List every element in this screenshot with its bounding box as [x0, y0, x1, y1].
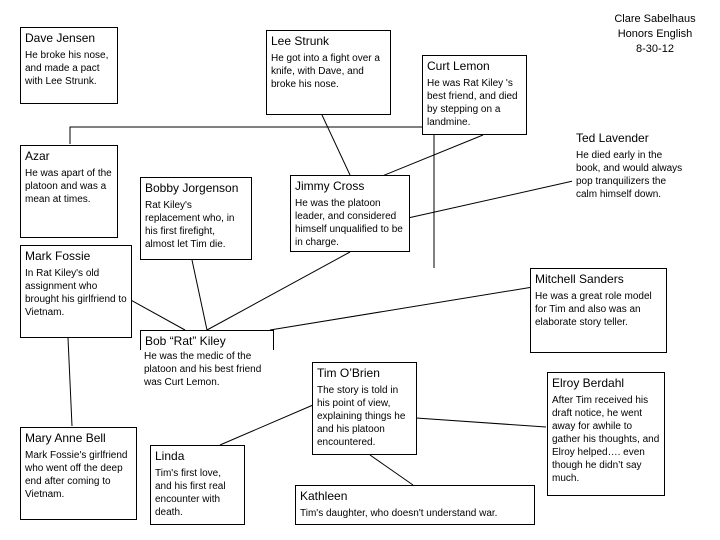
node-name: Tim O’Brien [317, 366, 380, 380]
node-dave-jensen: Dave Jensen He broke his nose, and made … [20, 27, 118, 104]
author-name: Clare Sabelhaus [614, 13, 696, 25]
node-name: Bobby Jorgenson [145, 181, 239, 195]
node-name: Lee Strunk [271, 34, 330, 48]
node-rat-kiley-desc: He was the medic of the platoon and his … [140, 350, 274, 398]
author-header: Clare Sabelhaus Honors English 8-30-12 [600, 12, 710, 57]
node-desc: He was Rat Kiley 's best friend, and die… [427, 78, 518, 128]
node-kathleen: Kathleen Tim's daughter, who doesn't und… [295, 485, 535, 525]
node-bobby-jorgenson: Bobby Jorgenson Rat Kiley's replacement … [140, 177, 252, 260]
node-rat-kiley: Bob “Rat” Kiley [140, 330, 274, 352]
node-name: Mitchell Sanders [535, 272, 624, 286]
node-desc: He was the platoon leader, and considere… [295, 198, 403, 248]
node-name: Linda [155, 449, 185, 463]
node-desc: Rat Kiley's replacement who, in his firs… [145, 200, 235, 250]
link-lee-strunk-jimmy-cross [321, 114, 351, 176]
link-ted-lavender-jimmy-cross [407, 180, 574, 219]
node-elroy-berdahl: Elroy Berdahl After Tim received his dra… [547, 372, 665, 496]
node-name: Ted Lavender [576, 131, 649, 145]
node-desc: He broke his nose, and made a pact with … [25, 50, 109, 87]
link-jimmy-cross-rat-kiley [206, 251, 351, 331]
node-name: Jimmy Cross [295, 179, 365, 193]
node-desc: After Tim received his draft notice, he … [552, 395, 660, 484]
node-desc: He died early in the book, and would alw… [576, 150, 683, 200]
node-ted-lavender: Ted Lavender He died early in the book, … [572, 128, 690, 238]
node-curt-lemon: Curt Lemon He was Rat Kiley 's best frie… [422, 55, 527, 135]
link-tim-obrien-linda [219, 404, 314, 446]
node-linda: Linda Tim's first love, and his first re… [150, 445, 245, 525]
node-desc: In Rat Kiley's old assignment who brough… [25, 268, 127, 318]
node-name: Dave Jensen [25, 31, 96, 45]
node-lee-strunk: Lee Strunk He got into a fight over a kn… [266, 30, 391, 115]
node-mark-fossie: Mark Fossie In Rat Kiley's old assignmen… [20, 245, 132, 338]
link-tim-obrien-elroy-berdahl [415, 417, 547, 428]
node-desc: He was apart of the platoon and was a me… [25, 168, 112, 205]
node-desc: He was the medic of the platoon and his … [144, 351, 262, 388]
node-name: Kathleen [300, 489, 348, 503]
course-name: Honors English [617, 28, 693, 40]
node-name: Mark Fossie [25, 249, 91, 263]
node-desc: He was a great role model for Tim and al… [535, 291, 652, 328]
node-name: Curt Lemon [427, 59, 490, 73]
node-name: Azar [25, 149, 50, 163]
link-mark-fossie-mary-anne-bell [67, 337, 73, 427]
node-desc: Tim's daughter, who doesn't understand w… [300, 508, 498, 519]
node-desc: The story is told in his point of view, … [317, 385, 406, 448]
node-azar: Azar He was apart of the platoon and was… [20, 145, 118, 238]
link-tim-obrien-kathleen [369, 454, 414, 486]
node-desc: Tim's first love, and his first real enc… [155, 468, 226, 518]
node-desc: Mark Fossie's girlfriend who went off th… [25, 450, 128, 500]
node-name: Mary Anne Bell [25, 431, 106, 445]
node-name: Bob “Rat” Kiley [145, 334, 226, 348]
node-desc: He got into a fight over a knife, with D… [271, 53, 380, 90]
node-tim-obrien: Tim O’Brien The story is told in his poi… [312, 362, 417, 455]
link-mitchell-sanders-rat-kiley [269, 286, 534, 331]
node-mitchell-sanders: Mitchell Sanders He was a great role mod… [530, 268, 667, 353]
node-mary-anne-bell: Mary Anne Bell Mark Fossie's girlfriend … [20, 427, 137, 520]
link-curt-lemon-jimmy-cross [369, 134, 484, 182]
header-date: 8-30-12 [636, 43, 674, 55]
link-azar-bracket [69, 126, 435, 268]
node-name: Elroy Berdahl [552, 376, 625, 390]
link-bobby-jorgenson-rat-kiley [191, 259, 208, 331]
node-jimmy-cross: Jimmy Cross He was the platoon leader, a… [290, 175, 410, 252]
